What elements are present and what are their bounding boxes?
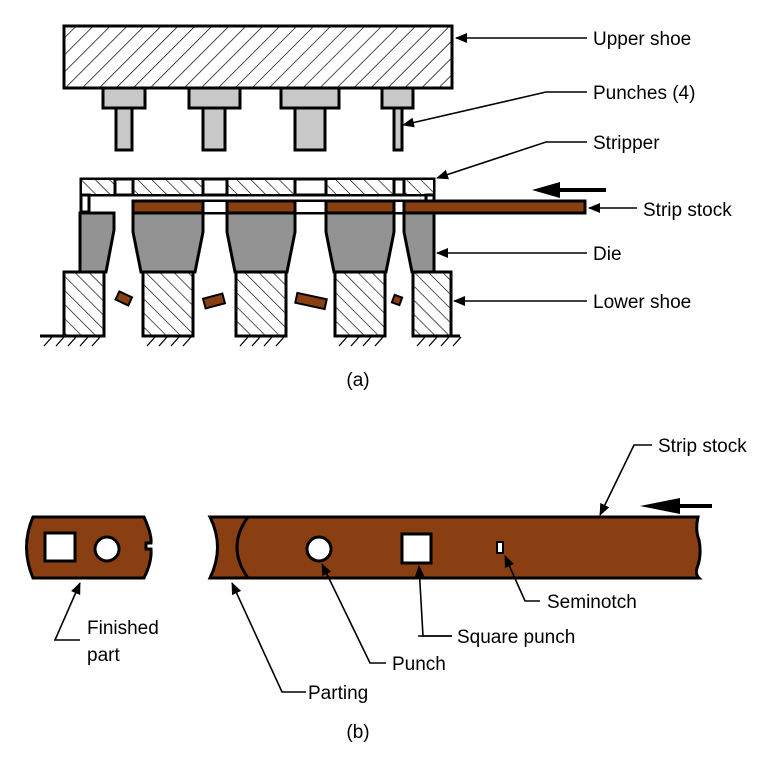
punch-3-head	[279, 86, 341, 110]
slug	[390, 293, 404, 307]
label-upper-shoe: Upper shoe	[593, 29, 691, 50]
round-hole	[93, 535, 121, 563]
feed-direction-arrow-b	[640, 498, 712, 514]
die-block-5	[402, 211, 436, 274]
label-seminotch: Seminotch	[547, 592, 637, 613]
press-assembly: Upper shoe Punches (4) Stripper Strip st…	[40, 24, 732, 391]
punch-2-shank	[201, 106, 227, 152]
punch-4-head	[380, 86, 415, 110]
label-punches: Punches (4)	[593, 83, 695, 104]
label-die: Die	[593, 244, 622, 265]
label-strip-stock-a: Strip stock	[643, 200, 732, 221]
label-square-punch: Square punch	[457, 627, 575, 648]
die-blocks	[78, 211, 436, 274]
strip-stock-plan	[207, 515, 703, 580]
label-lower-shoe: Lower shoe	[593, 292, 691, 313]
punch-1-shank	[114, 106, 134, 152]
stripper	[79, 177, 436, 214]
punch-2-head	[187, 86, 242, 110]
label-strip-stock-b: Strip stock	[658, 436, 747, 457]
finished-part	[25, 515, 153, 580]
punch-hole	[305, 535, 333, 563]
label-parting: Parting	[308, 683, 368, 704]
punch-1-head	[101, 86, 147, 110]
slug	[294, 291, 328, 311]
slugs	[114, 290, 404, 311]
square-hole	[43, 531, 77, 563]
punch-4-shank	[392, 106, 404, 152]
lower-shoe	[40, 270, 462, 347]
label-finished-part-line1: Finished	[87, 618, 159, 639]
slug	[201, 292, 227, 310]
label-stripper: Stripper	[593, 133, 660, 154]
label-finished-part-line2: part	[87, 645, 120, 666]
strip-layout: Strip stock Seminotch Square punch Punch…	[25, 436, 747, 743]
parting-line	[235, 516, 250, 579]
punches	[101, 86, 415, 152]
leaders-b	[53, 444, 652, 693]
punch-3-shank	[293, 106, 327, 152]
seminotch-hole	[496, 541, 504, 554]
label-punch: Punch	[392, 654, 446, 675]
slug	[114, 290, 134, 307]
caption-a: (a)	[346, 370, 369, 391]
die-block-4	[324, 211, 396, 274]
upper-shoe	[62, 24, 454, 90]
leaders-a	[402, 33, 637, 306]
die-block-2	[131, 211, 205, 274]
strip-stock-side	[131, 199, 587, 215]
feed-direction-arrow-a	[532, 182, 606, 198]
square-punch-hole	[400, 532, 433, 565]
caption-b: (b)	[346, 722, 369, 743]
die-block-1	[78, 211, 116, 274]
die-block-3	[225, 211, 297, 274]
